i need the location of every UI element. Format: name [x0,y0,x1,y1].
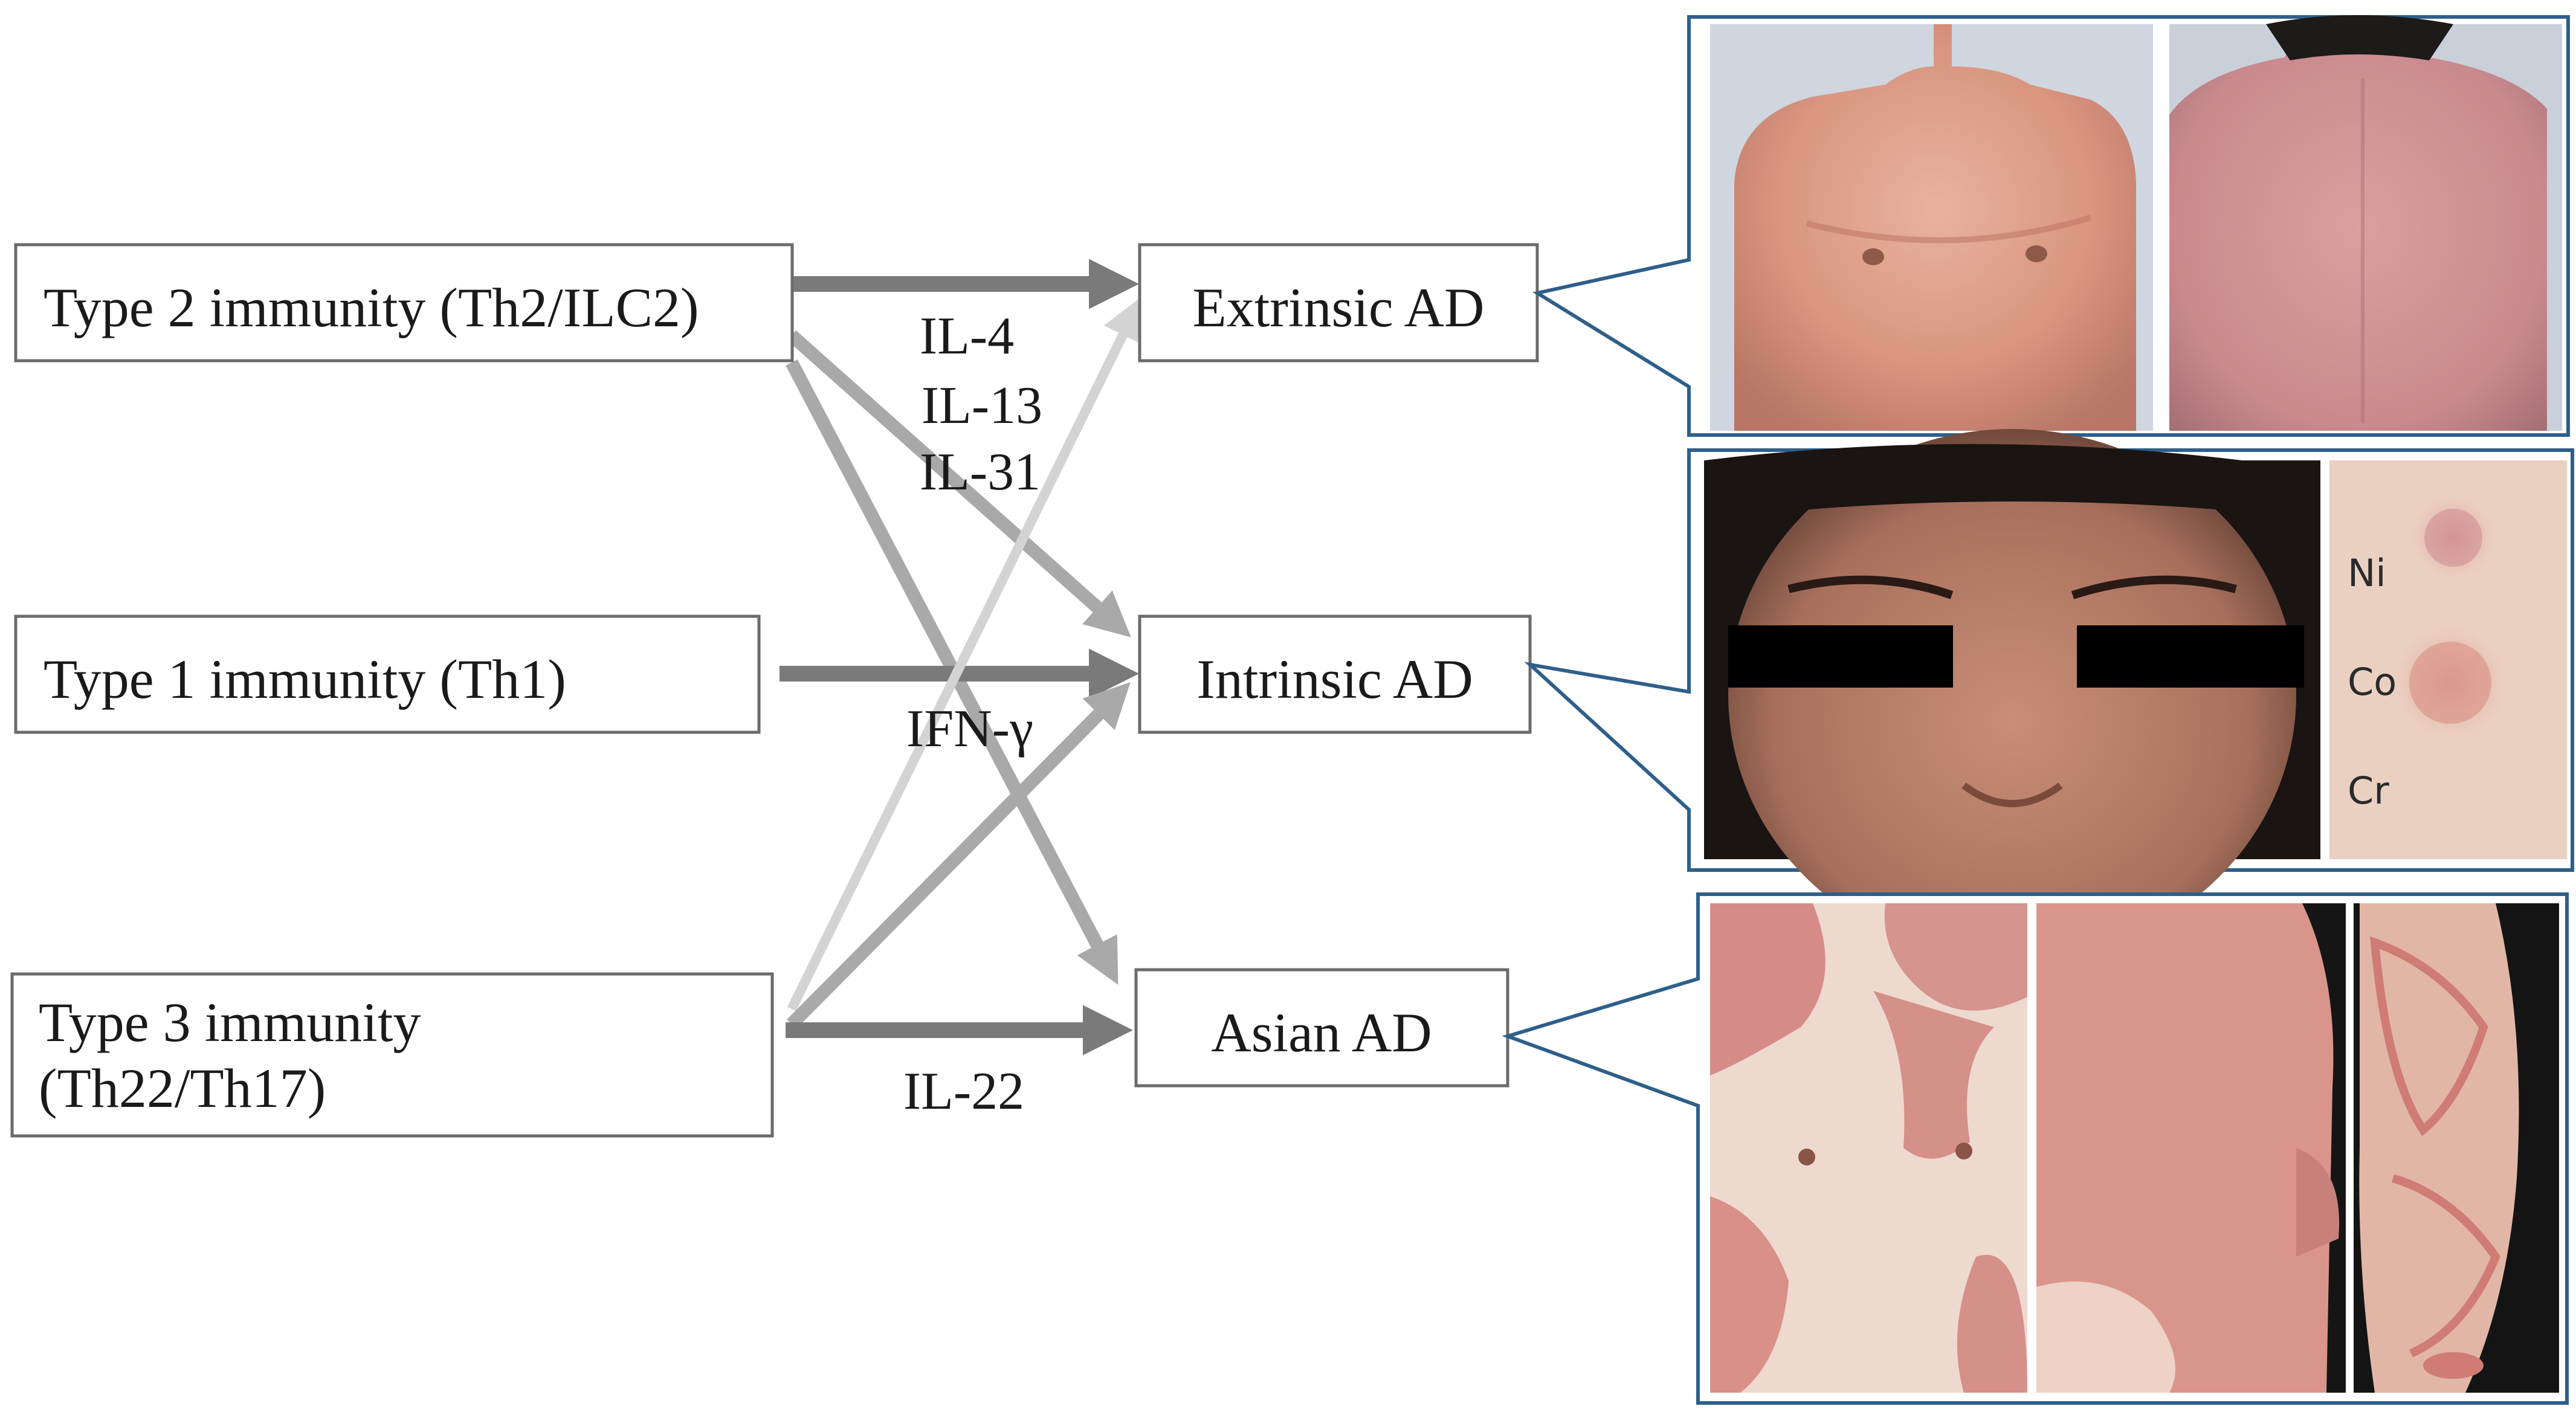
patch-label-cr: Cr [2348,769,2389,813]
ad-label-intrinsic: Intrinsic AD [1196,648,1473,710]
photo-extrinsic-chest [1710,24,2153,431]
photo-intrinsic-patch-test: Ni Co Cr [2329,460,2567,859]
immunity-label-type3-line1: Type 3 immunity [39,991,421,1053]
cytokine-il13: IL-13 [922,376,1042,435]
ad-label-extrinsic: Extrinsic AD [1193,277,1485,338]
cytokine-il22: IL-22 [903,1062,1024,1121]
ad-label-asian: Asian AD [1211,1002,1432,1063]
immunity-label-type2: Type 2 immunity (Th2/ILC2) [44,277,699,338]
eye-bar-left [1728,625,1953,688]
immunity-box-type2: Type 2 immunity (Th2/ILC2) [14,243,794,363]
callout-extrinsic [1532,15,2570,437]
arrow-type3-to-intrinsic [787,682,1131,1029]
ad-box-extrinsic: Extrinsic AD [1138,243,1539,363]
ad-box-asian: Asian AD [1134,968,1509,1088]
arrow-type3-to-extrinsic [787,297,1142,1011]
arrow-type2-to-intrinsic [787,330,1131,637]
callout-asian [1502,892,2569,1405]
immunity-label-type1: Type 1 immunity (Th1) [44,648,566,710]
arrows-layer [780,259,1142,1056]
patch-label-co: Co [2348,660,2397,704]
photo-asian-back [2036,903,2346,1393]
photo-intrinsic-face [1704,429,2320,961]
ad-box-intrinsic: Intrinsic AD [1138,614,1532,734]
photo-asian-arm [2354,903,2559,1393]
photo-extrinsic-back [2169,15,2562,431]
cytokine-il31: IL-31 [920,443,1041,501]
photo-asian-chest [1710,903,2027,1393]
cytokine-il4: IL-4 [920,307,1014,366]
immunity-box-type1: Type 1 immunity (Th1) [14,614,761,734]
cytokine-ifn-gamma: IFN-γ [906,700,1033,758]
immunity-box-type3: Type 3 immunity (Th22/Th17) [10,972,774,1138]
immunity-label-type3-line2: (Th22/Th17) [39,1057,326,1119]
eye-bar-right [2077,625,2304,688]
callout-intrinsic: Ni Co Cr [1524,429,2574,961]
patch-label-ni: Ni [2348,551,2386,595]
